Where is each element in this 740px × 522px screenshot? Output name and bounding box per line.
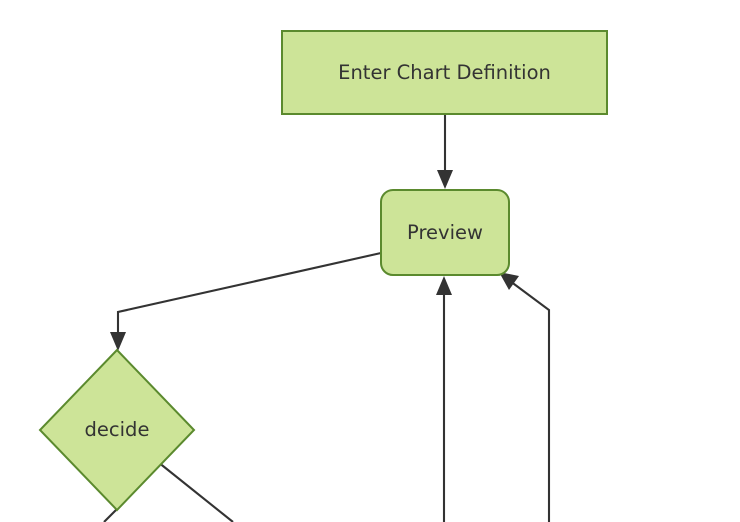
node-shape-diamond[interactable] (38, 348, 196, 512)
arrow-head-icon (437, 170, 453, 189)
edge-line (116, 251, 382, 337)
node-preview[interactable]: Preview (380, 189, 510, 276)
node-shape-rectangle[interactable] (281, 30, 608, 115)
node-label-enter-chart-definition: Enter Chart Definition (338, 61, 551, 84)
arrow-head-icon (436, 276, 452, 295)
edge-decide-branch-right (157, 461, 234, 522)
arrow-head-icon (499, 272, 519, 290)
node-enter-chart-definition[interactable]: Enter Chart Definition (281, 30, 608, 115)
edge-decide-branch-left (103, 508, 118, 522)
edge-line (157, 461, 234, 522)
node-decide[interactable]: decide (38, 348, 196, 512)
edge-line (103, 508, 118, 522)
edge-preview-to-decide (110, 251, 382, 351)
edge-return-right-to-preview (499, 272, 551, 522)
edge-line (509, 280, 551, 522)
node-label-preview: Preview (407, 221, 483, 244)
edge-return-center-to-preview (436, 276, 452, 522)
node-shape-rounded-rectangle[interactable] (380, 189, 510, 276)
edge-enter-to-preview (437, 114, 453, 189)
node-label-decide: decide (85, 418, 150, 441)
arrow-head-icon (110, 332, 126, 351)
